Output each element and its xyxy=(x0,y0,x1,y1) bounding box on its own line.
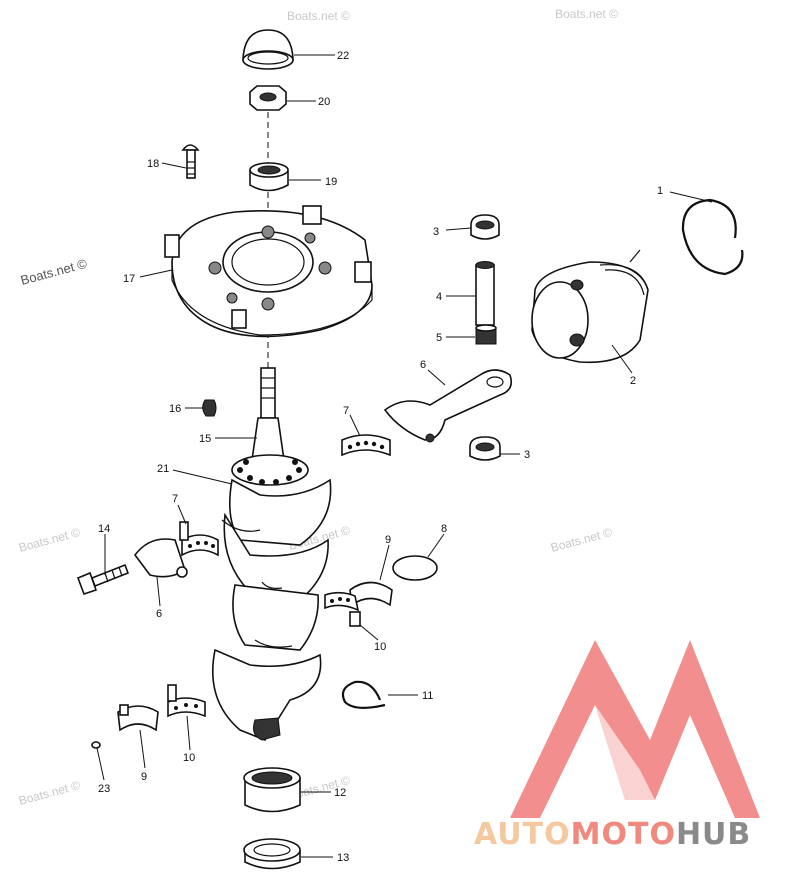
callout-23: 23 xyxy=(98,783,110,795)
callout-labels: 22 20 18 19 1 3 17 4 5 2 6 16 7 15 3 21 … xyxy=(98,50,663,864)
part-bolt-small xyxy=(181,144,200,179)
part-bearing-half xyxy=(117,704,159,732)
part-connecting-rod xyxy=(383,369,513,443)
callout-13: 13 xyxy=(337,852,349,864)
callout-14: 14 xyxy=(98,523,110,535)
part-circlip xyxy=(470,214,500,240)
part-piston-pin xyxy=(475,261,495,326)
callout-16: 16 xyxy=(169,403,181,415)
part-roller-bearing xyxy=(243,767,301,813)
part-piston xyxy=(531,249,649,364)
watermark: Boats.net © xyxy=(19,256,89,288)
callout-17: 17 xyxy=(123,273,135,285)
part-bearing-half xyxy=(179,521,219,557)
callout-6b: 6 xyxy=(156,608,162,620)
watermark: Boats.net © xyxy=(549,525,614,555)
part-needle-bearing xyxy=(475,324,497,345)
callout-7b: 7 xyxy=(172,493,178,505)
part-seal xyxy=(249,162,289,192)
part-rod-cap xyxy=(133,538,188,578)
callout-20: 20 xyxy=(318,96,330,108)
callout-11: 11 xyxy=(422,690,433,702)
part-small-ball xyxy=(91,741,101,749)
callout-3: 3 xyxy=(433,226,439,238)
leader-lines xyxy=(96,54,713,858)
brand-wordmark: AUTOMOTOHUB xyxy=(474,817,751,852)
part-bearing-half xyxy=(349,581,393,607)
part-bearing-housing xyxy=(164,205,373,338)
callout-3b: 3 xyxy=(524,449,530,461)
watermark: Boats.net © xyxy=(17,525,82,555)
part-thrust-washer xyxy=(243,838,301,870)
brand-logo: AUTOMOTOHUB xyxy=(474,640,760,852)
watermark: Boats.net © xyxy=(555,7,618,21)
callout-9: 9 xyxy=(385,534,391,546)
part-key xyxy=(202,399,217,417)
callout-12: 12 xyxy=(334,787,346,799)
watermarks: Boats.net © Boats.net © Boats.net © Boat… xyxy=(17,7,618,808)
callout-2: 2 xyxy=(630,375,636,387)
part-crankshaft xyxy=(212,454,332,741)
brand-mark-icon xyxy=(510,640,760,818)
part-circlip xyxy=(469,436,501,461)
callout-22: 22 xyxy=(337,50,349,62)
part-needle-half xyxy=(167,684,206,718)
part-piston-ring xyxy=(681,198,744,276)
callout-10: 10 xyxy=(374,641,386,653)
callout-21: 21 xyxy=(157,463,169,475)
callout-6: 6 xyxy=(420,359,426,371)
part-nut xyxy=(249,85,287,111)
part-retaining-ring xyxy=(392,555,438,581)
watermark: Boats.net © xyxy=(287,9,350,23)
callout-8: 8 xyxy=(441,523,447,535)
callout-4: 4 xyxy=(436,291,442,303)
callout-1: 1 xyxy=(657,185,663,197)
part-snap-ring xyxy=(341,680,386,709)
watermark: Boats.net © xyxy=(17,778,82,808)
part-cap xyxy=(242,29,294,70)
callout-15: 15 xyxy=(199,433,211,445)
callout-9b: 9 xyxy=(141,771,147,783)
callout-5: 5 xyxy=(436,332,442,344)
callout-10b: 10 xyxy=(183,752,195,764)
callout-18: 18 xyxy=(147,158,159,170)
callout-7: 7 xyxy=(343,405,349,417)
callout-19: 19 xyxy=(325,176,337,188)
part-bolt-long xyxy=(76,563,130,596)
part-crankshaft-upper xyxy=(251,367,285,461)
part-bearing-half xyxy=(341,434,391,457)
part-needle-half xyxy=(324,591,361,627)
